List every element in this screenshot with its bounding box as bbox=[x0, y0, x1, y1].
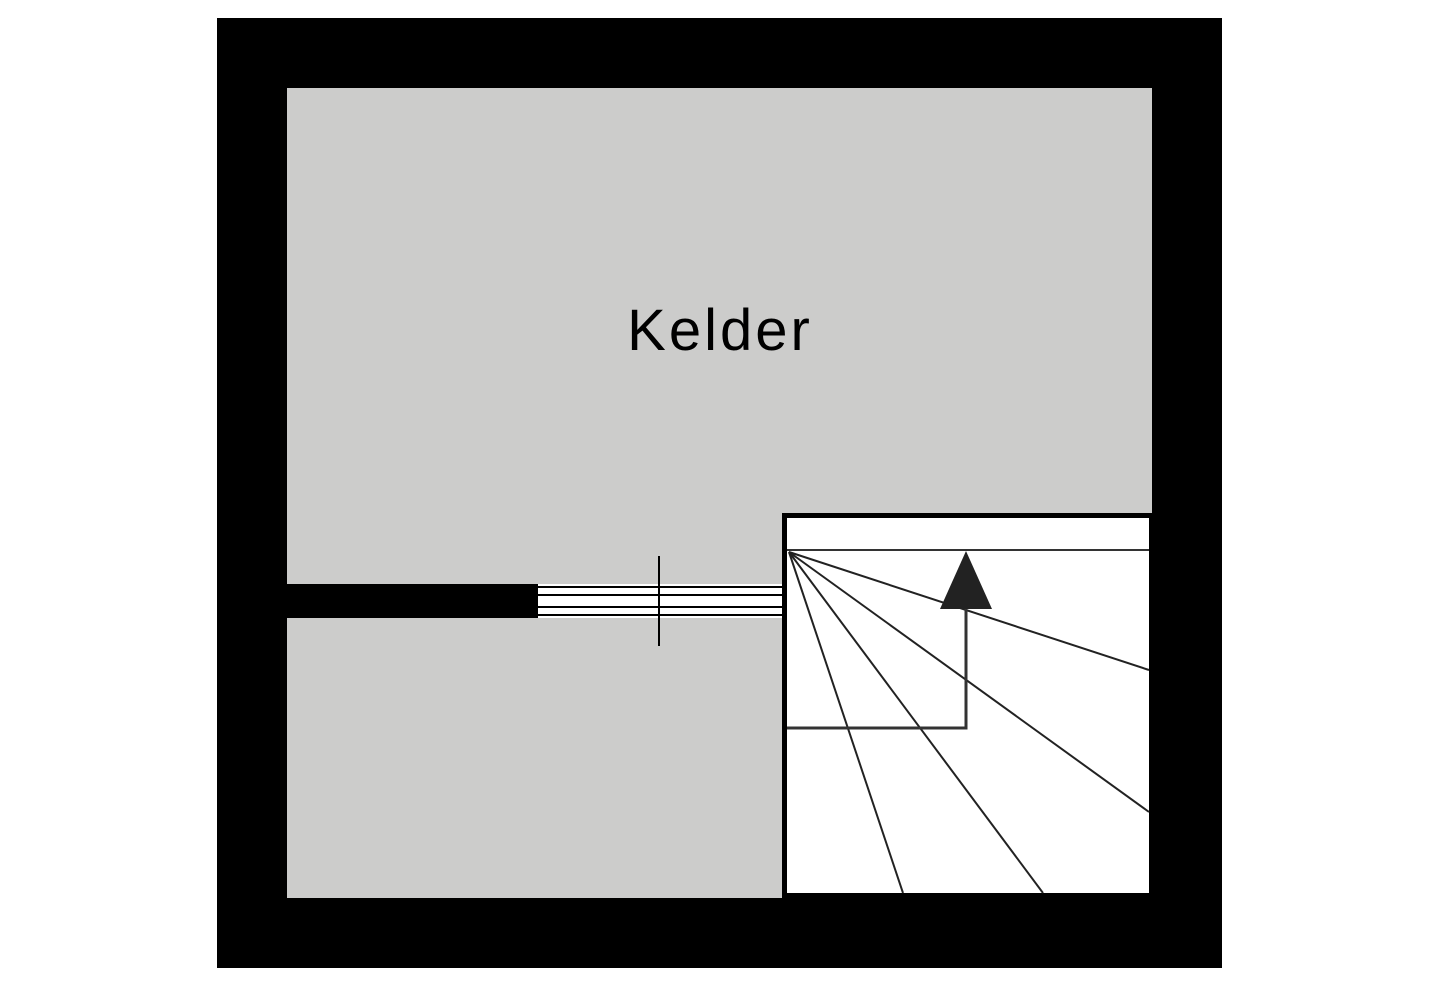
arrow-up-icon bbox=[940, 551, 992, 609]
door-opening bbox=[538, 556, 784, 646]
interior-wall bbox=[287, 584, 538, 618]
staircase bbox=[782, 513, 1152, 898]
walking-line bbox=[787, 608, 968, 730]
room-label-kelder: Kelder bbox=[627, 298, 813, 363]
